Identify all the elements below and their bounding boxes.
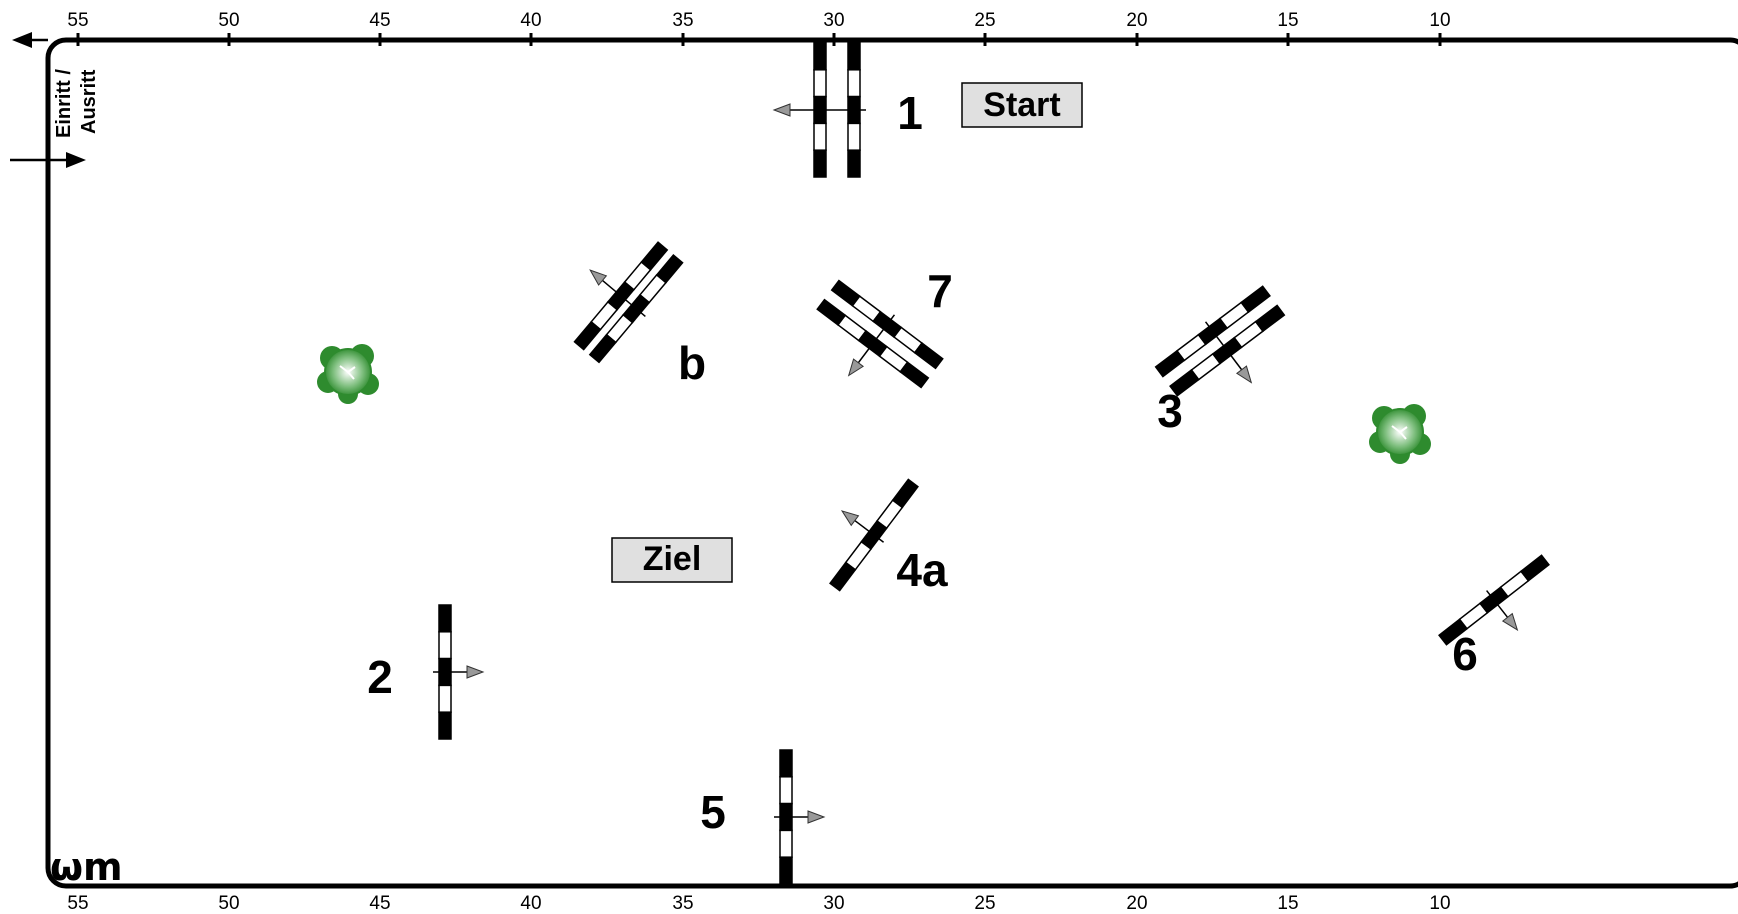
direction-arrow-icon bbox=[1235, 365, 1253, 384]
direction-arrow-icon bbox=[466, 665, 485, 679]
obstacle-label-6: 6 bbox=[1452, 628, 1478, 680]
ruler-bottom-tick: 15 bbox=[1277, 893, 1298, 914]
exit-arrow-icon bbox=[12, 32, 32, 48]
ruler-top-tick: 55 bbox=[67, 10, 88, 31]
arena-border bbox=[45, 37, 1738, 889]
ruler-top-tick: 15 bbox=[1277, 10, 1298, 31]
ruler-top-tick: 20 bbox=[1126, 10, 1147, 31]
entry-arrow-icon bbox=[66, 152, 86, 168]
pole bbox=[830, 279, 944, 370]
direction-arrow-icon bbox=[1501, 612, 1519, 632]
obstacle-label-b: b bbox=[678, 337, 706, 389]
ruler-bottom-tick: 45 bbox=[369, 893, 390, 914]
obstacle-label-5: 5 bbox=[700, 786, 726, 838]
direction-arrow-icon bbox=[840, 510, 860, 527]
ruler-bottom-tick: 20 bbox=[1126, 893, 1147, 914]
tree-icon bbox=[1369, 404, 1431, 464]
entry-label-line1: Einritt / bbox=[53, 69, 75, 138]
pole bbox=[438, 604, 452, 740]
direction-line bbox=[1486, 590, 1509, 618]
ruler-top-tick: 10 bbox=[1429, 10, 1450, 31]
obstacles bbox=[433, 42, 1550, 885]
logo: ωm bbox=[50, 845, 123, 889]
obstacle-3 bbox=[1154, 285, 1286, 397]
ruler-top-tick: 35 bbox=[672, 10, 693, 31]
obstacle-label-4a: 4a bbox=[896, 544, 948, 596]
ruler-top-tick: 30 bbox=[823, 10, 844, 31]
finish-sign-label: Ziel bbox=[643, 540, 702, 578]
obstacle-4a bbox=[829, 478, 919, 592]
obstacle-label-2: 2 bbox=[367, 651, 393, 703]
direction-line bbox=[1204, 321, 1243, 371]
pole bbox=[573, 241, 669, 351]
direction-arrow-icon bbox=[772, 103, 791, 117]
direction-arrow-icon bbox=[847, 358, 865, 377]
entry-label-line2: Ausritt bbox=[78, 69, 100, 134]
pole bbox=[588, 254, 684, 364]
direction-line bbox=[854, 519, 885, 543]
start-sign: Start bbox=[961, 82, 1083, 128]
finish-sign: Ziel bbox=[611, 537, 733, 583]
ruler-bottom-tick: 10 bbox=[1429, 893, 1450, 914]
obstacle-label-1: 1 bbox=[897, 87, 923, 139]
ruler-bottom-tick: 35 bbox=[672, 893, 693, 914]
ruler-top-tick: 40 bbox=[520, 10, 541, 31]
obstacle-label-3: 3 bbox=[1157, 385, 1183, 437]
pole bbox=[1438, 554, 1550, 646]
ruler-bottom-tick: 50 bbox=[218, 893, 239, 914]
ruler-top-tick: 25 bbox=[974, 10, 995, 31]
ruler-top-tick: 50 bbox=[218, 10, 239, 31]
obstacle-5 bbox=[774, 749, 826, 885]
ruler-bottom-tick: 55 bbox=[67, 893, 88, 914]
obstacle-2 bbox=[433, 604, 485, 740]
pole bbox=[816, 298, 930, 389]
start-sign-label: Start bbox=[983, 86, 1060, 124]
ruler-bottom: 55 50 45 40 35 30 25 20 15 10 bbox=[67, 893, 1450, 914]
ruler-bottom-tick: 25 bbox=[974, 893, 995, 914]
obstacle-b bbox=[573, 241, 684, 364]
obstacle-label-7: 7 bbox=[927, 265, 953, 317]
ruler-bottom-tick: 40 bbox=[520, 893, 541, 914]
pole bbox=[813, 42, 827, 178]
tree-icon bbox=[317, 344, 379, 404]
obstacle-1 bbox=[772, 42, 866, 178]
obstacle-7 bbox=[816, 279, 944, 389]
ruler-top-tick: 45 bbox=[369, 10, 390, 31]
direction-line bbox=[602, 279, 646, 318]
entry-exit-marker: Einritt / Ausritt bbox=[10, 32, 100, 168]
pole bbox=[779, 749, 793, 885]
obstacle-6 bbox=[1438, 554, 1550, 646]
direction-line bbox=[857, 314, 896, 364]
direction-arrow-icon bbox=[807, 810, 826, 824]
ruler-top: 55 50 45 40 35 30 25 20 15 10 bbox=[67, 10, 1451, 46]
ruler-bottom-tick: 30 bbox=[823, 893, 844, 914]
direction-arrow-icon bbox=[589, 269, 608, 286]
